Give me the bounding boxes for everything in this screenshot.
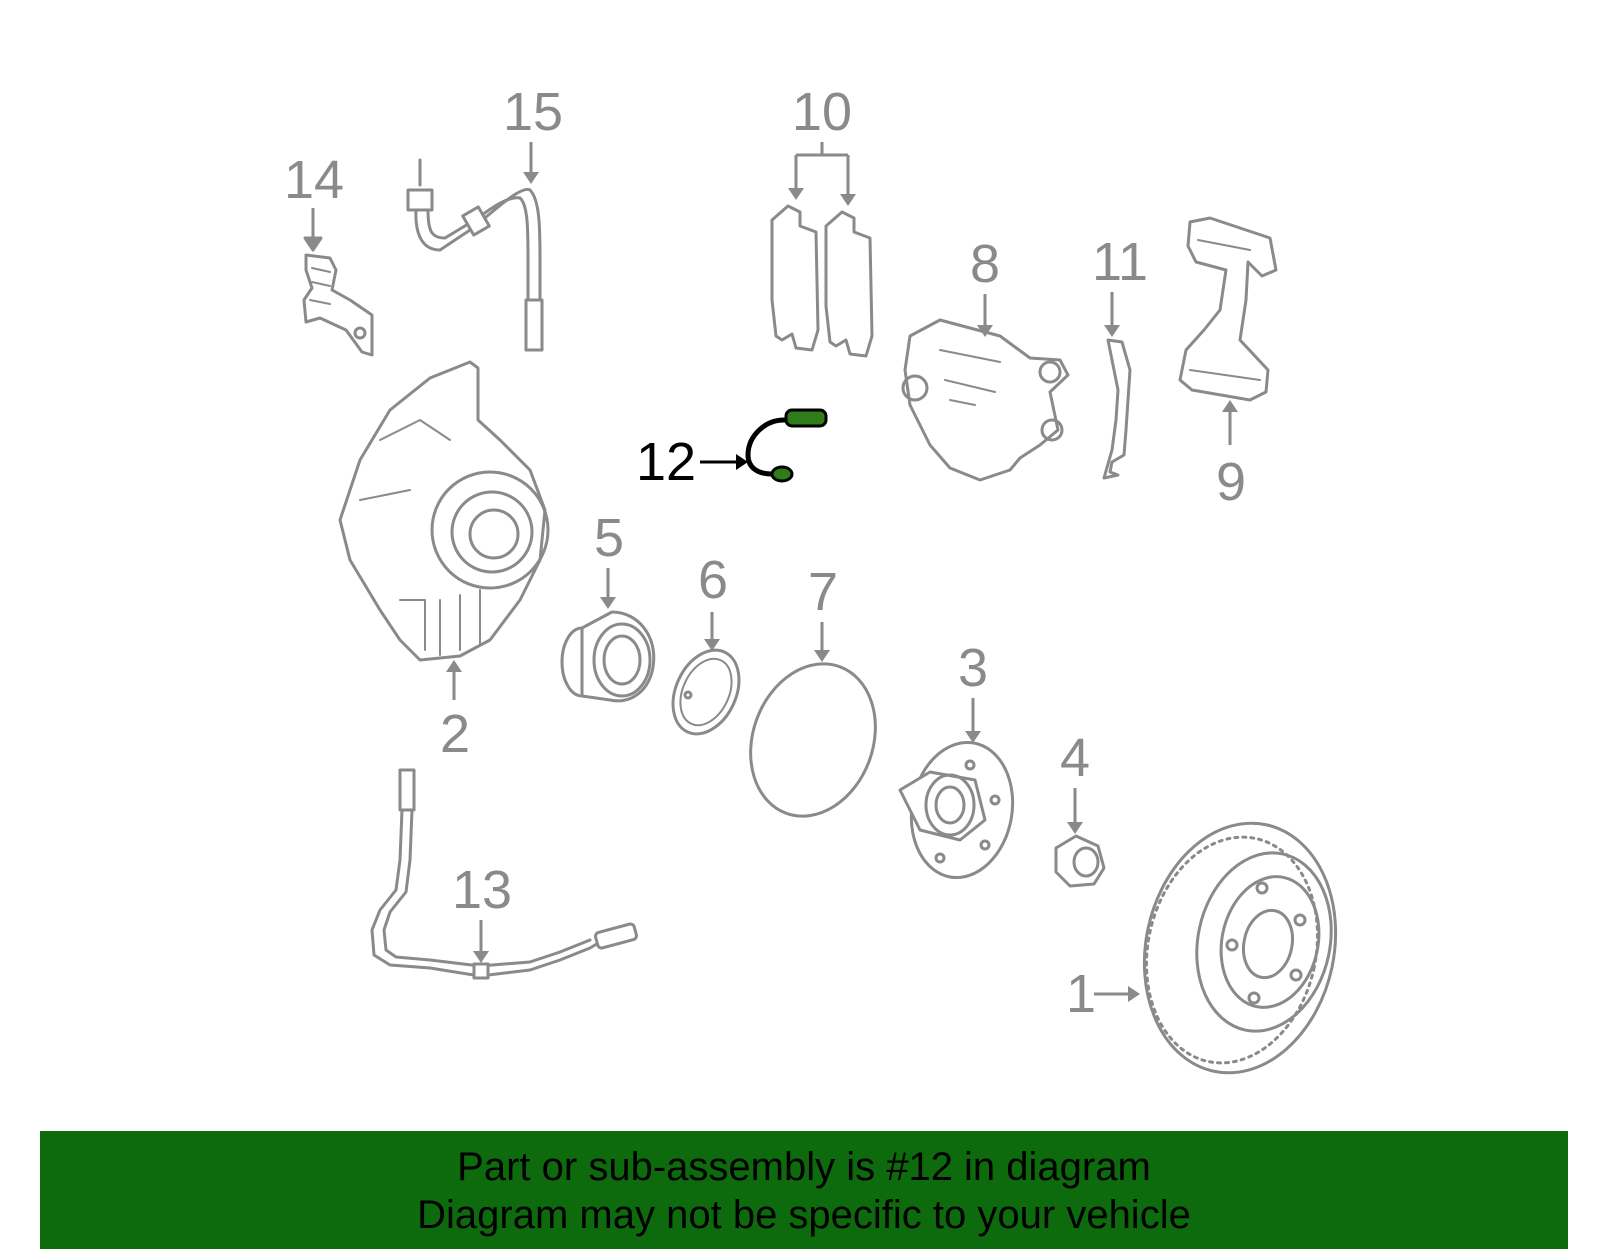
part-15-brake-hose [406,158,544,352]
part-4-nut [1054,834,1106,888]
info-banner: Part or sub-assembly is #12 in diagram D… [40,1131,1568,1249]
leader-10 [794,142,850,200]
callout-3[interactable]: 3 [958,638,988,698]
callout-4[interactable]: 4 [1060,728,1090,788]
part-6-seal [671,648,741,736]
part-10-brake-pads [770,204,874,358]
part-13-abs-sensor [370,768,638,980]
part-8-caliper [901,318,1070,482]
callout-6[interactable]: 6 [698,550,728,610]
banner-line-2: Diagram may not be specific to your vehi… [417,1193,1191,1237]
parts-diagram: 14 15 10 8 11 9 [284,82,1338,1075]
part-7-o-ring [749,662,877,818]
callout-9[interactable]: 9 [1216,452,1246,512]
callout-13[interactable]: 13 [452,860,512,920]
part-11-clip [1102,338,1132,480]
part-1-rotor [1142,821,1338,1075]
callout-11[interactable]: 11 [1092,232,1148,292]
callout-15[interactable]: 15 [503,82,563,142]
callout-8[interactable]: 8 [970,234,1000,294]
part-12-wear-sensor[interactable] [745,408,828,483]
part-2-knuckle [338,360,550,662]
part-9-caliper-bracket [1178,216,1278,402]
part-3-hub [898,740,1015,880]
callout-1[interactable]: 1 [1066,964,1096,1024]
callout-2[interactable]: 2 [440,704,470,764]
banner-line-1: Part or sub-assembly is #12 in diagram [457,1145,1151,1189]
part-5-bearing [560,610,656,703]
callout-10[interactable]: 10 [792,82,852,142]
callout-5[interactable]: 5 [594,508,624,568]
part-14-bracket [302,253,374,357]
callout-12[interactable]: 12 [636,432,696,492]
callout-7[interactable]: 7 [808,562,838,622]
callout-14[interactable]: 14 [284,150,344,210]
